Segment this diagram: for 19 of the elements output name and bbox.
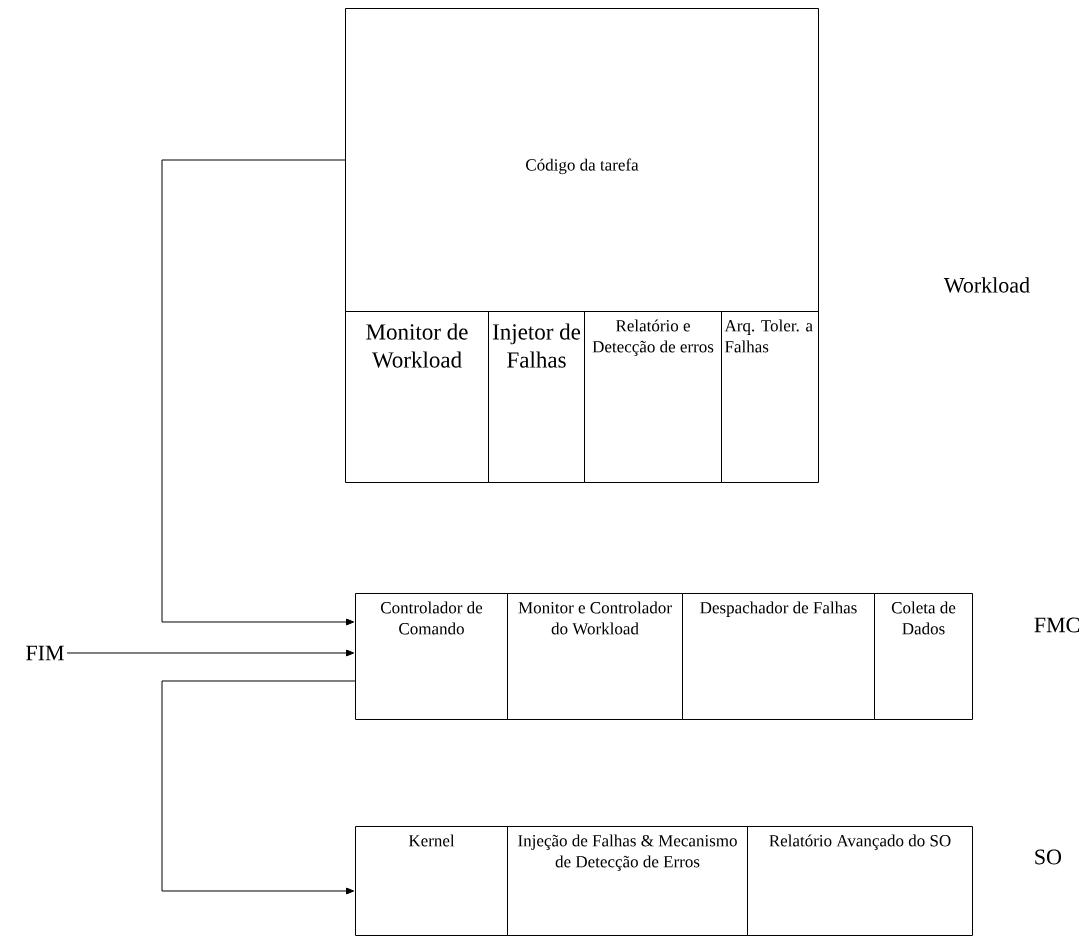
- arrow: [161, 680, 356, 895]
- input-label: FIM: [26, 645, 64, 661]
- cell: Relatório Avançado do SO: [747, 826, 973, 936]
- layer-label: Workload: [943, 277, 1030, 293]
- layer-label: SO: [1035, 849, 1062, 865]
- cell: Injetor de Falhas: [488, 311, 585, 483]
- cell: Kernel: [355, 826, 508, 936]
- cell: Coleta de Dados: [874, 593, 973, 720]
- arrow: [66, 649, 355, 657]
- cell: Código da tarefa: [345, 8, 819, 312]
- cell: Monitor e Controlador do Workload: [507, 593, 683, 720]
- cell: Arq. Toler. a Falhas: [721, 311, 819, 483]
- cell: Relatório e Detecção de erros: [584, 311, 722, 483]
- cell: Despachador de Falhas: [682, 593, 875, 720]
- arrow: [161, 159, 355, 626]
- cell: Injeção de Falhas & Mecanismo de Detecção de Erros: [507, 826, 748, 936]
- cell: Monitor de Workload: [345, 311, 489, 483]
- cell: Controlador de Comando: [355, 593, 508, 720]
- layer-label: FMC: [1034, 617, 1080, 633]
